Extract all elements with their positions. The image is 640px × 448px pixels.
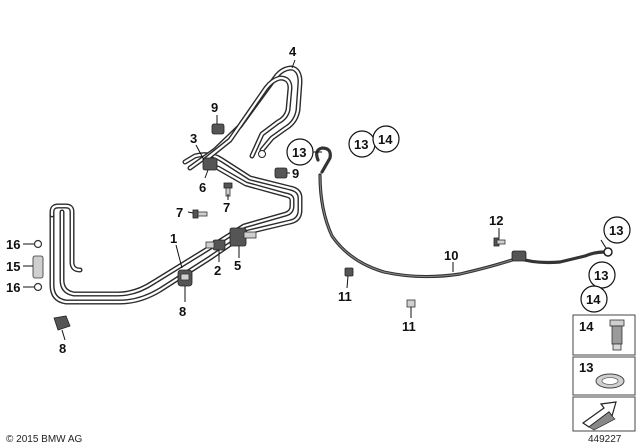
- bolt-7a[interactable]: [192, 209, 208, 219]
- pipe-fitting: [258, 150, 266, 158]
- leader-lines: [23, 59, 607, 341]
- label-15: 15: [6, 259, 20, 274]
- copyright-text: © 2015 BMW AG: [6, 434, 83, 445]
- legend-panel: 14 13: [572, 314, 636, 432]
- callout-labels: 4 9 3 6 7 7 9 1 2 5 8 8 16 15 16 11 11 1…: [6, 44, 503, 356]
- distributor-5[interactable]: [229, 227, 257, 247]
- brake-line-1[interactable]: [49, 152, 303, 305]
- clip-9b[interactable]: [274, 167, 288, 179]
- label-16: 16: [6, 237, 20, 252]
- label-5: 5: [234, 258, 241, 273]
- label-7: 7: [176, 205, 183, 220]
- holder-8b[interactable]: [53, 315, 71, 331]
- diagram-number: 449227: [588, 434, 622, 445]
- legend-box-14: [572, 314, 636, 356]
- label-9: 9: [292, 166, 299, 181]
- label-8: 8: [59, 341, 66, 356]
- label-3: 3: [190, 131, 197, 146]
- banjo-fitting: [603, 247, 613, 257]
- clip-3[interactable]: [202, 157, 218, 171]
- bolt-12[interactable]: [493, 237, 506, 247]
- label-13: 13: [609, 223, 623, 238]
- clip-11b[interactable]: [406, 299, 416, 308]
- label-8: 8: [179, 304, 186, 319]
- hose-fitting: [511, 250, 527, 262]
- seal-16a[interactable]: [33, 239, 43, 249]
- label-13: 13: [292, 145, 306, 160]
- label-1: 1: [170, 231, 177, 246]
- brake-hose-10[interactable]: [315, 146, 613, 279]
- holder-8a[interactable]: [177, 269, 193, 287]
- label-13: 13: [354, 137, 368, 152]
- clip-9a[interactable]: [211, 123, 225, 135]
- circled-labels: 13 13 14 13 13 14: [286, 125, 631, 313]
- arrow-icon: [581, 401, 617, 431]
- label-16: 16: [6, 280, 20, 295]
- label-10: 10: [444, 248, 458, 263]
- label-7: 7: [223, 200, 230, 215]
- label-11: 11: [338, 289, 352, 304]
- label-6: 6: [199, 180, 206, 195]
- legend-label-13: 13: [579, 360, 593, 375]
- label-2: 2: [214, 263, 221, 278]
- legend-label-14: 14: [579, 319, 594, 334]
- brake-line-4[interactable]: [187, 65, 303, 171]
- label-13: 13: [594, 268, 608, 283]
- label-9: 9: [211, 100, 218, 115]
- clip-11a[interactable]: [344, 267, 354, 277]
- label-14: 14: [378, 132, 393, 147]
- hollow-bolt-icon: [609, 319, 625, 351]
- label-4: 4: [289, 44, 297, 59]
- seal-16b[interactable]: [33, 282, 43, 292]
- sealing-ring-icon: [595, 373, 625, 389]
- sleeve-15[interactable]: [32, 255, 44, 279]
- label-14: 14: [586, 292, 601, 307]
- label-11: 11: [402, 319, 416, 334]
- label-12: 12: [489, 213, 503, 228]
